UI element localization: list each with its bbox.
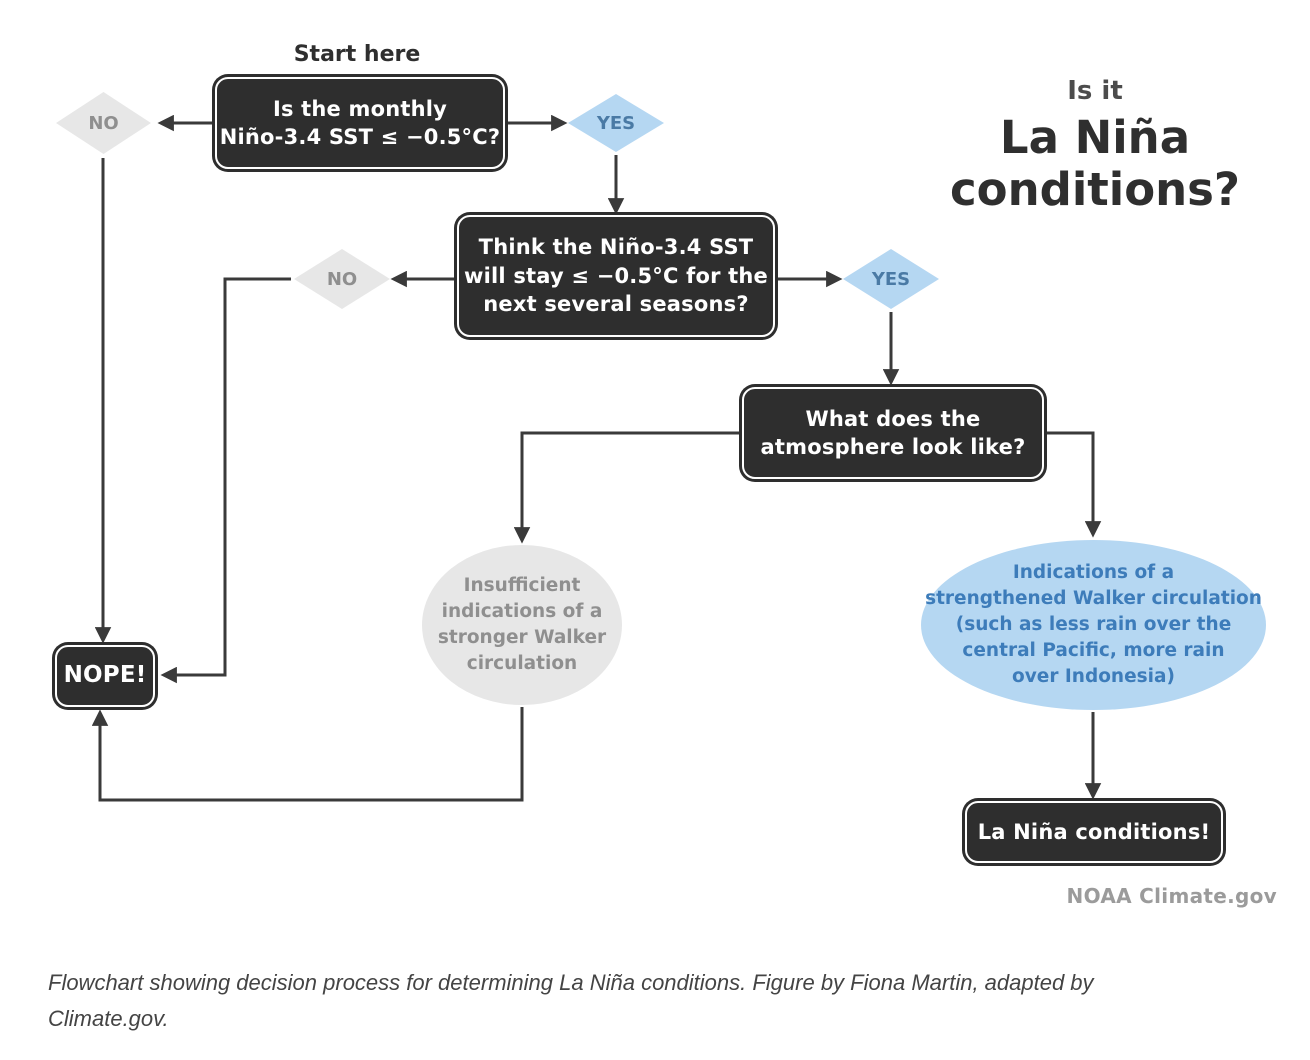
arrow-insufficient-to-nope: [91, 707, 524, 802]
diamond-yes-1: YES: [568, 94, 664, 152]
chart-title-is-it: Is it: [1067, 76, 1123, 106]
ellipse-strengthened-walker: Indications of a strengthened Walker cir…: [921, 540, 1266, 710]
diamond-yes-2: YES: [843, 249, 939, 309]
start-here-label: Start here: [293, 42, 421, 67]
chart-title-conditions: conditions?: [950, 162, 1241, 216]
diamond-no-1: NO: [56, 92, 151, 154]
node-atmosphere-question: What does the atmosphere look like?: [742, 387, 1044, 479]
chart-title-la-nina: La Niña: [999, 111, 1191, 164]
arrow-q3-to-strengthened: [1047, 431, 1102, 538]
ellipse-insufficient-indications: Insufficient indications of a stronger W…: [422, 545, 622, 705]
chart-title: Is it La Niña conditions?: [950, 76, 1240, 216]
arrow-q3-to-insufficient: [513, 431, 739, 544]
arrow-no2-to-nope: [160, 277, 291, 684]
node-la-nina-conditions-result: La Niña conditions!: [965, 801, 1223, 863]
figure-caption: Flowchart showing decision process for d…: [48, 970, 1094, 1031]
node-sst-persistence-question: Think the Niño-3.4 SST will stay ≤ −0.5°…: [457, 215, 775, 337]
diamond-no-2: NO: [294, 249, 390, 309]
noaa-climate-credit: NOAA Climate.gov: [1066, 884, 1277, 908]
node-monthly-sst-question: Is the monthly Niño-3.4 SST ≤ −0.5°C?: [215, 77, 505, 169]
node-nope: NOPE!: [55, 645, 155, 707]
